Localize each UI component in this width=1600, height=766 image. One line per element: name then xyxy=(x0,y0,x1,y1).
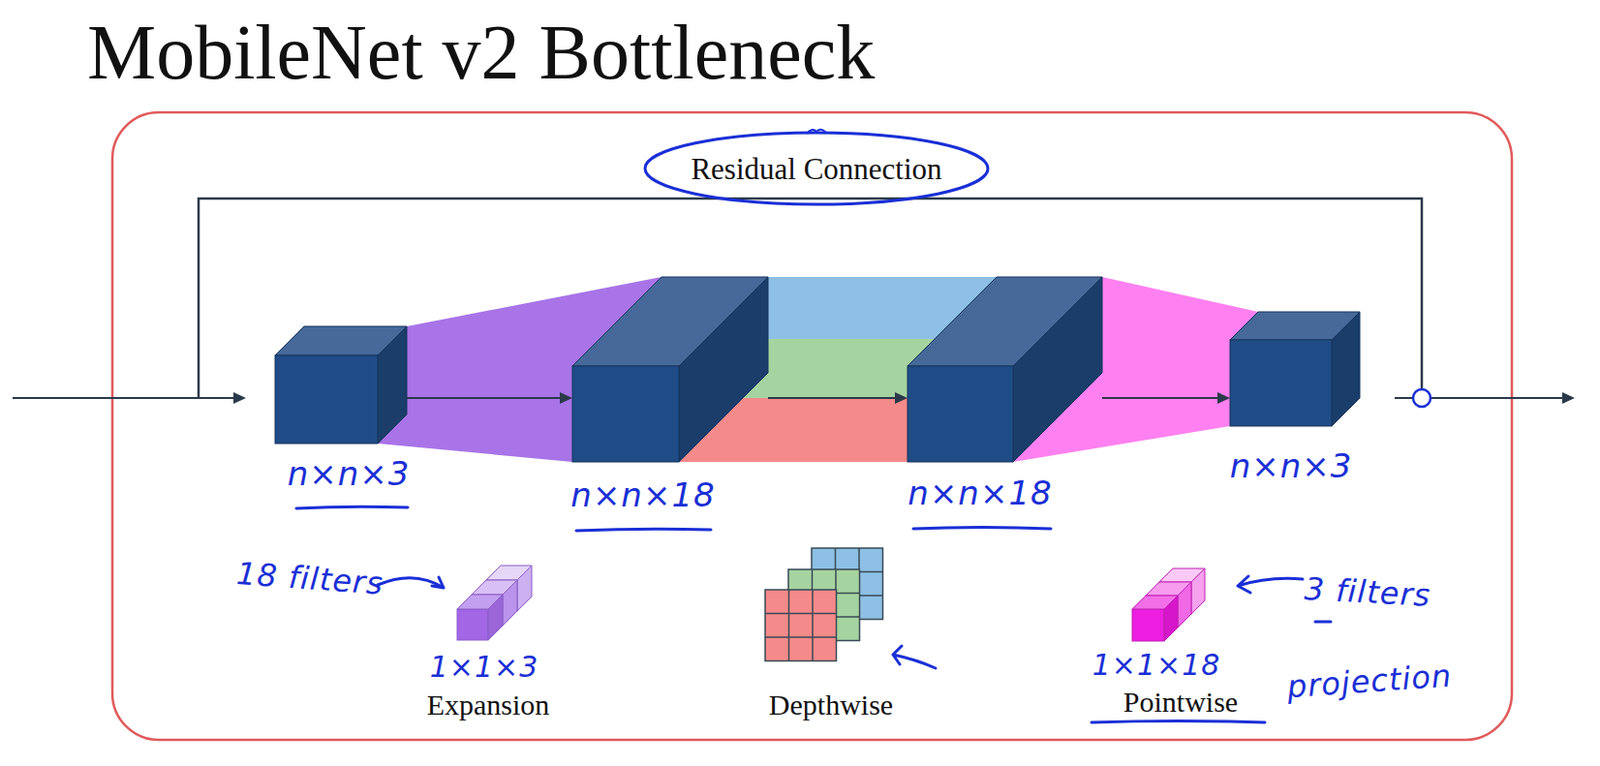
hand-underline xyxy=(576,528,711,531)
block-border xyxy=(112,112,1512,740)
filter-count-note: 18 filters xyxy=(235,556,385,602)
cube-shape xyxy=(907,276,1103,462)
hand-tick xyxy=(806,129,827,134)
flow-arrow xyxy=(1102,392,1231,404)
hand-arrow xyxy=(892,646,936,669)
arrowhead xyxy=(894,392,908,404)
sum-circle xyxy=(1413,389,1431,407)
cube-shape xyxy=(1230,311,1360,427)
filter-face xyxy=(502,580,518,626)
hand-ellipse xyxy=(645,132,988,205)
dimension-label: n×n×18 xyxy=(907,475,1052,512)
cube-side xyxy=(678,276,769,462)
stage-caption: Pointwise xyxy=(1123,685,1238,718)
connection-label: Residual Connection xyxy=(690,153,942,186)
grid-red xyxy=(765,589,837,662)
stage-caption: Depthwise xyxy=(769,688,893,721)
feature-volume: n×n×18 xyxy=(572,276,769,462)
arrowhead xyxy=(1217,392,1231,404)
cube-side xyxy=(1013,276,1103,462)
filter-face xyxy=(517,565,532,612)
hand-arrow xyxy=(377,577,444,588)
hand-underline xyxy=(913,527,1051,530)
cube-front xyxy=(572,366,679,462)
filter-face xyxy=(1164,595,1178,642)
hand-underline xyxy=(296,506,408,509)
cube-front xyxy=(907,366,1014,462)
flow-line xyxy=(406,397,563,400)
arrowhead xyxy=(559,392,573,404)
output-arrowhead xyxy=(1562,392,1575,404)
feature-volume: n×n×3 xyxy=(275,326,407,444)
expansion-filter-icon xyxy=(457,565,532,641)
cube-shape xyxy=(275,326,407,444)
cube-side xyxy=(377,326,407,444)
filter-face xyxy=(1191,568,1205,615)
flow-line xyxy=(768,397,898,400)
grid-lines xyxy=(765,589,837,662)
filter-face xyxy=(1177,582,1192,628)
filter-size-note: 1×1×3 xyxy=(430,650,540,683)
pointwise-filter-icon xyxy=(1132,568,1205,642)
cube-shape xyxy=(572,276,769,462)
hand-arrow xyxy=(1237,576,1303,593)
title: MobileNet v2 Bottleneck xyxy=(87,13,875,92)
stage-caption: Expansion xyxy=(427,688,551,721)
filter-count-note: 3 filters xyxy=(1303,572,1432,614)
cube-side xyxy=(1331,311,1360,427)
hand-underline xyxy=(1091,721,1265,724)
dimension-label: n×n×18 xyxy=(570,477,715,514)
filter-face xyxy=(488,594,503,641)
feature-volume: n×n×18 xyxy=(907,276,1103,462)
input-arrowhead xyxy=(233,392,247,404)
hand-underline xyxy=(1315,620,1331,624)
hand-note: projection xyxy=(1286,659,1454,706)
dimension-label: n×n×3 xyxy=(287,456,411,493)
flow-arrow xyxy=(768,392,908,404)
filter-face xyxy=(1132,609,1165,642)
filter-face xyxy=(457,609,489,641)
flow-arrow xyxy=(406,392,573,404)
flow-line xyxy=(1102,397,1221,400)
feature-volume: n×n×3 xyxy=(1230,311,1360,427)
input-wire xyxy=(12,397,237,400)
dimension-label: n×n×3 xyxy=(1230,448,1354,485)
depthwise-filter-icon xyxy=(765,548,884,662)
cube-front xyxy=(1230,339,1332,427)
filter-size-note: 1×1×18 xyxy=(1092,648,1222,681)
cube-front xyxy=(275,355,378,444)
